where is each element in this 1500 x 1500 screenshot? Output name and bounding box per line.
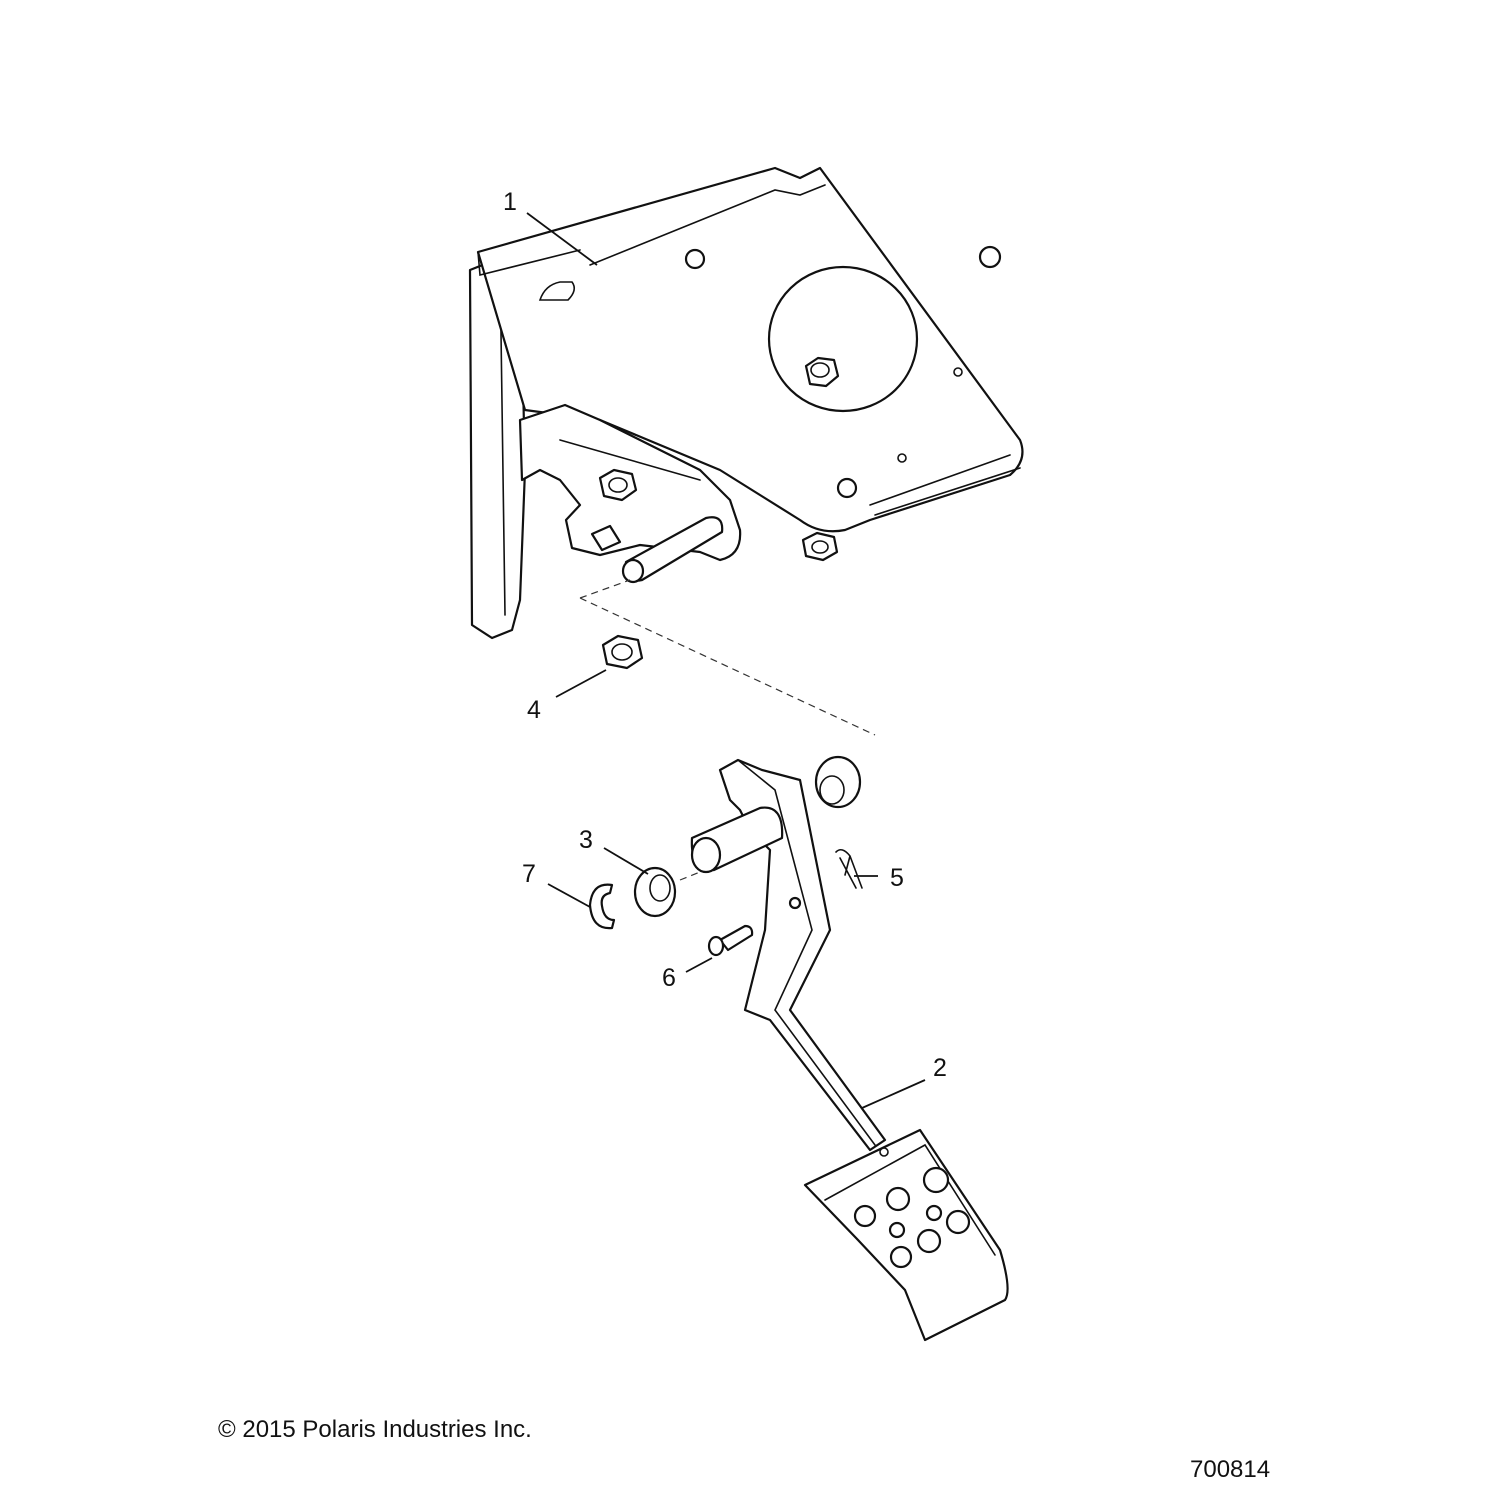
hair-pin-clip-part — [835, 848, 863, 889]
leader-2 — [861, 1079, 926, 1109]
nut-part — [601, 634, 644, 670]
leader-7 — [547, 883, 591, 908]
clevis-pin-part — [707, 924, 754, 957]
callout-2: 2 — [933, 1054, 947, 1082]
leader-4 — [555, 669, 607, 698]
leader-6 — [685, 957, 713, 973]
leader-1 — [526, 212, 598, 266]
assembly-line — [579, 579, 876, 736]
leader-3 — [603, 847, 649, 875]
pedal-arm — [690, 758, 1009, 1342]
figure-number: 700814 — [1190, 1456, 1271, 1483]
copyright-text: © 2015 Polaris Industries Inc. — [218, 1416, 532, 1443]
callout-7: 7 — [522, 860, 536, 888]
mounting-bracket — [468, 166, 1024, 640]
callout-5: 5 — [890, 864, 904, 892]
callout-4: 4 — [527, 696, 541, 724]
bushing-right — [814, 755, 862, 809]
callout-6: 6 — [662, 964, 676, 992]
callout-1: 1 — [503, 188, 517, 216]
bushing-part — [633, 866, 677, 918]
callout-3: 3 — [579, 826, 593, 854]
e-clip-part — [588, 883, 616, 930]
bushing-alignment-line — [679, 871, 701, 881]
